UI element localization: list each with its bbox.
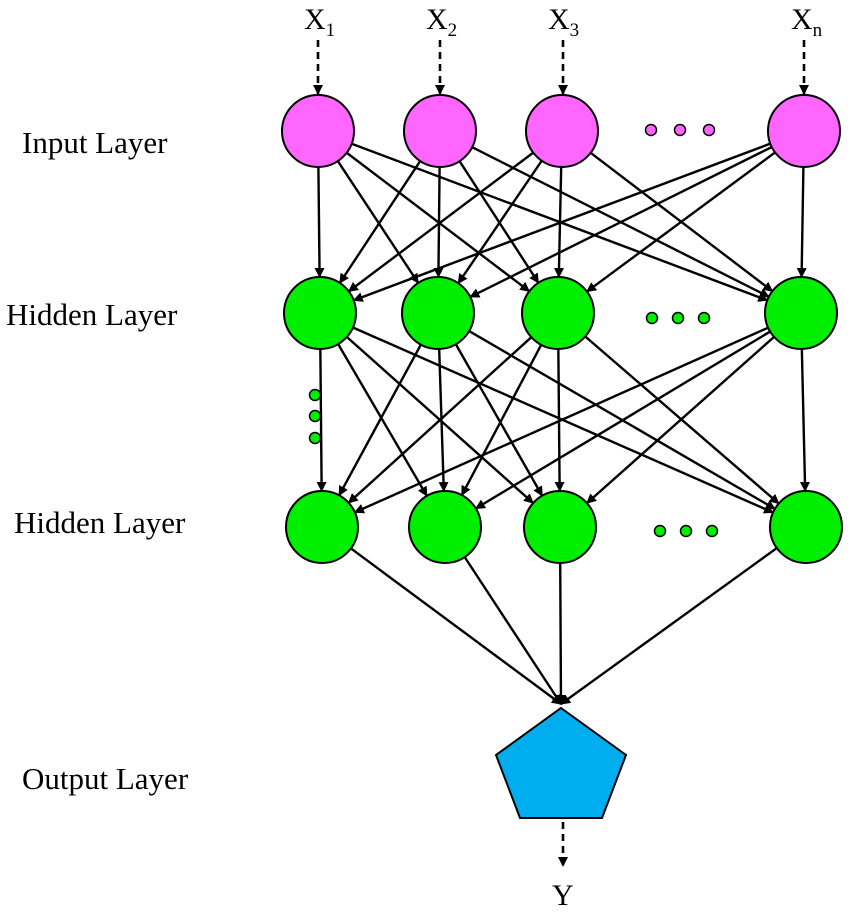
output-var-label: Y bbox=[552, 879, 574, 912]
output-node bbox=[494, 706, 628, 819]
edge-input-4-to-hidden-1-2 bbox=[469, 145, 773, 299]
input-node-n bbox=[767, 94, 841, 168]
input-var-label-n: Xn bbox=[791, 3, 823, 41]
edge-hidden-1-4-to-hidden-2-2 bbox=[474, 330, 771, 510]
hidden-layers-vertical-ellipsis bbox=[308, 388, 322, 445]
edge-input-2-to-hidden-1-2 bbox=[433, 166, 444, 279]
edge-hidden-1-4-to-hidden-2-4 bbox=[799, 348, 810, 493]
hidden-2-node-n bbox=[769, 490, 843, 564]
edge-input-3-to-hidden-1-2 bbox=[457, 160, 543, 285]
edge-hidden-2-1-to-output bbox=[350, 547, 562, 705]
input-layer-label: Input Layer bbox=[22, 125, 168, 160]
hidden-1-node-n bbox=[764, 276, 838, 350]
edges-input-to-hidden-1 bbox=[314, 142, 807, 302]
input-var-label-1: X1 bbox=[304, 3, 335, 41]
edge-hidden-1-2-to-hidden-2-1 bbox=[338, 344, 422, 497]
hidden-2-node-3 bbox=[523, 490, 597, 564]
output-layer-label: Output Layer bbox=[22, 761, 189, 796]
input-node-3 bbox=[525, 94, 599, 168]
edge-hidden-1-2-to-hidden-2-3 bbox=[454, 343, 544, 497]
edge-input-4-to-hidden-1-1 bbox=[352, 142, 771, 302]
hidden-2-node-2 bbox=[408, 490, 482, 564]
edge-input-4-to-hidden-1-3 bbox=[586, 151, 776, 293]
edge-hidden-1-4-to-hidden-2-1 bbox=[353, 326, 769, 514]
edge-hidden-1-3-to-hidden-2-2 bbox=[460, 344, 543, 497]
edge-input-3-to-hidden-1-1 bbox=[347, 151, 534, 293]
edge-input-4-to-hidden-1-4 bbox=[796, 166, 807, 279]
edge-input-1-to-hidden-1-2 bbox=[336, 160, 420, 284]
input-ellipsis bbox=[644, 123, 716, 137]
edge-hidden-2-2-to-output bbox=[463, 556, 563, 705]
hidden-2-node-1 bbox=[285, 490, 359, 564]
edge-hidden-2-4-to-output bbox=[560, 547, 778, 705]
hidden-2-ellipsis bbox=[653, 524, 719, 538]
hidden-1-node-2 bbox=[401, 276, 475, 350]
edge-hidden-1-1-to-hidden-2-1 bbox=[316, 348, 327, 493]
edges-hidden-2-to-output bbox=[350, 547, 778, 705]
hidden-1-node-1 bbox=[283, 276, 357, 350]
edge-hidden-1-4-to-hidden-2-3 bbox=[586, 336, 775, 504]
hidden-layer-2-label: Hidden Layer bbox=[14, 505, 186, 540]
hidden-layer-1-label: Hidden Layer bbox=[6, 297, 178, 332]
hidden-1-node-3 bbox=[521, 276, 595, 350]
input-node-1 bbox=[281, 94, 355, 168]
edge-hidden-1-3-to-hidden-2-1 bbox=[347, 336, 533, 504]
input-var-label-2: X2 bbox=[426, 3, 457, 41]
input-node-2 bbox=[403, 94, 477, 168]
edge-input-2-to-hidden-1-1 bbox=[338, 160, 422, 284]
hidden-1-ellipsis bbox=[645, 311, 711, 325]
edge-hidden-2-3-to-output bbox=[555, 562, 566, 705]
edge-hidden-1-1-to-hidden-2-2 bbox=[337, 343, 428, 497]
input-var-label-3: X3 bbox=[548, 3, 579, 41]
edge-input-1-to-hidden-1-1 bbox=[314, 166, 325, 279]
edges-hidden-1-to-hidden-2 bbox=[316, 326, 810, 514]
